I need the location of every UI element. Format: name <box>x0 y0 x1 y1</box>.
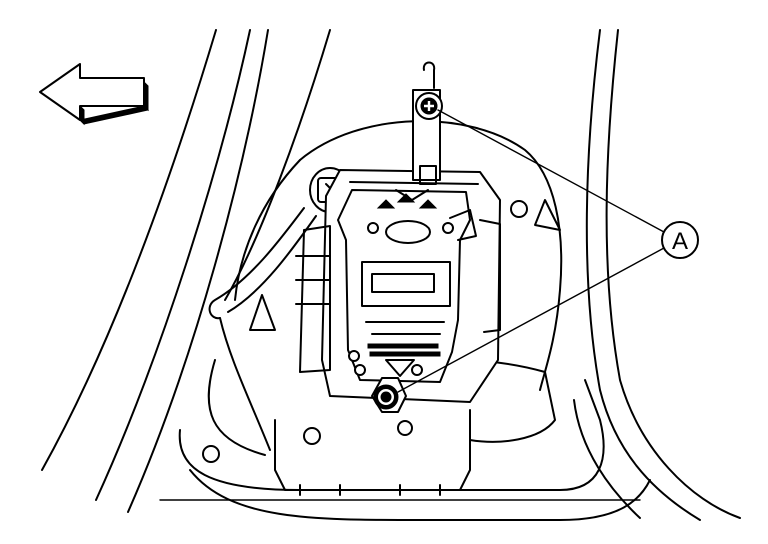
callout-a-label: A <box>672 228 688 255</box>
hex-nut-icon <box>371 377 407 413</box>
mounting-strap <box>412 61 441 185</box>
direction-arrow-icon <box>39 63 150 126</box>
pillar-panel-right <box>573 29 741 521</box>
callout-leaders <box>397 109 665 393</box>
mounting-base-plate <box>159 120 651 521</box>
screw-icon <box>415 92 443 120</box>
callout-a: A <box>661 221 699 259</box>
wire-harness <box>208 207 317 451</box>
control-module <box>337 189 477 383</box>
